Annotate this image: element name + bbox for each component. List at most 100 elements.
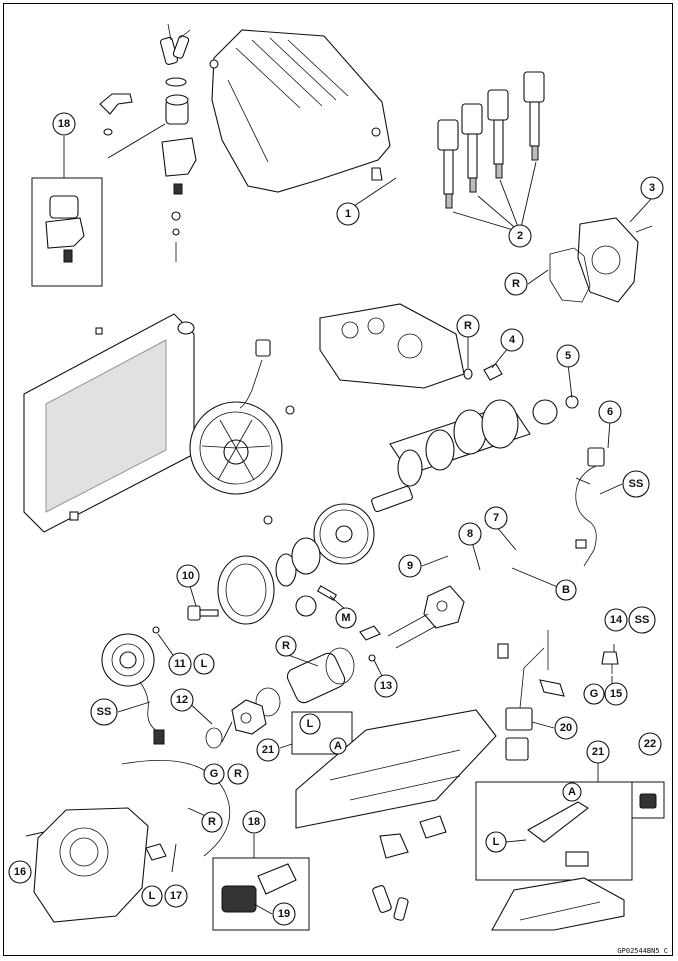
svg-text:5: 5 (565, 350, 571, 362)
svg-text:3: 3 (649, 182, 655, 194)
svg-text:R: R (512, 278, 520, 290)
svg-text:A: A (334, 740, 342, 752)
svg-text:1: 1 (345, 208, 351, 220)
svg-text:G: G (210, 768, 219, 780)
callout-G-15: G (583, 683, 605, 705)
callout-11: 11 (168, 652, 192, 676)
callout-3: 3 (640, 176, 664, 200)
svg-text:R: R (464, 320, 472, 332)
svg-text:2: 2 (517, 230, 523, 242)
svg-text:21: 21 (262, 744, 274, 756)
cylinder-head-cover (209, 29, 391, 193)
starter-gear-large (313, 503, 375, 565)
ignition-coils (437, 71, 545, 209)
svg-text:L: L (493, 836, 500, 848)
radiator (23, 313, 195, 533)
svg-text:R: R (282, 640, 290, 652)
part-22 (639, 793, 657, 809)
callout-17: 17 (164, 884, 188, 908)
svg-text:13: 13 (380, 680, 392, 692)
svg-text:SS: SS (629, 478, 644, 490)
relay-assembly-20 (497, 630, 565, 761)
svg-text:B: B (562, 584, 570, 596)
svg-text:6: 6 (607, 406, 613, 418)
svg-text:12: 12 (176, 694, 188, 706)
stator (101, 626, 165, 745)
callout-20: 20 (554, 716, 578, 740)
callout-SS-sensor: SS (622, 470, 650, 498)
svg-text:18: 18 (58, 118, 70, 130)
starter-end-cover (231, 699, 267, 735)
detail-box-18-top (31, 177, 103, 287)
rotor-flywheel (217, 537, 321, 625)
svg-text:9: 9 (407, 560, 413, 572)
callout-6: 6 (598, 400, 622, 424)
callout-R-gasket: R (504, 272, 528, 296)
detail-box-22 (631, 781, 665, 819)
svg-text:22: 22 (644, 738, 656, 750)
bottom-ignition-keys (372, 815, 447, 921)
callout-R-gen-cover: R (201, 811, 223, 833)
svg-text:21: 21 (592, 746, 604, 758)
sensor-6-with-cable (575, 447, 605, 567)
callout-21-left: 21 (256, 738, 280, 762)
svg-text:18: 18 (248, 816, 260, 828)
callout-L-11: L (193, 653, 215, 675)
callout-22: 22 (638, 732, 662, 756)
callout-L-17: L (141, 885, 163, 907)
callout-14: 14 (604, 608, 628, 632)
under-fairing (295, 709, 497, 829)
ignition-switch-assembly (99, 77, 197, 262)
callout-8: 8 (458, 522, 482, 546)
svg-text:L: L (201, 658, 208, 670)
callout-4: 4 (500, 328, 524, 352)
svg-text:4: 4 (509, 334, 516, 346)
switch-detail-bottom (221, 863, 297, 913)
svg-text:14: 14 (610, 614, 623, 626)
callout-R-end-cover: R (227, 763, 249, 785)
callout-13: 13 (374, 674, 398, 698)
svg-text:17: 17 (170, 890, 182, 902)
callout-R-oring: R (456, 314, 480, 338)
callout-21-right: 21 (586, 740, 610, 764)
callout-M: M (335, 607, 357, 629)
rotor-bolt-10 (187, 605, 219, 621)
svg-text:8: 8 (467, 528, 473, 540)
callout-2: 2 (508, 224, 532, 248)
callout-10: 10 (176, 564, 200, 588)
svg-text:20: 20 (560, 722, 572, 734)
callout-19: 19 (272, 902, 296, 926)
svg-text:A: A (568, 786, 576, 798)
bottom-fairing-detail (491, 877, 625, 931)
switch-detail-top (45, 195, 85, 263)
svg-text:11: 11 (174, 658, 186, 670)
callout-B: B (555, 579, 577, 601)
cover-and-gasket (549, 217, 653, 303)
diagram-frame (3, 3, 673, 956)
starter-motor (205, 647, 355, 749)
gear-position-switch (387, 585, 465, 649)
detail-box-21-right (475, 781, 633, 881)
callout-A-21: A (329, 737, 347, 755)
callout-15: 15 (604, 682, 628, 706)
callout-7: 7 (484, 506, 508, 530)
detail-box-18-bottom (212, 857, 310, 931)
svg-text:R: R (234, 768, 242, 780)
svg-text:SS: SS (635, 614, 650, 626)
clamp-13 (359, 625, 381, 662)
bracket-21 (526, 801, 589, 867)
generator-cover (33, 759, 231, 923)
crankshaft (371, 395, 579, 513)
figure-code: GP02544BN5 C (617, 947, 668, 955)
callout-A-bracket: A (562, 782, 582, 802)
detail-box-21-left (291, 711, 353, 755)
callout-9: 9 (398, 554, 422, 578)
coil-leader-lines (452, 161, 537, 233)
svg-text:10: 10 (182, 570, 194, 582)
svg-text:G: G (590, 688, 599, 700)
svg-text:M: M (341, 612, 350, 624)
svg-text:L: L (149, 890, 156, 902)
callout-R-starter: R (275, 635, 297, 657)
callout-L-bracket: L (485, 831, 507, 853)
